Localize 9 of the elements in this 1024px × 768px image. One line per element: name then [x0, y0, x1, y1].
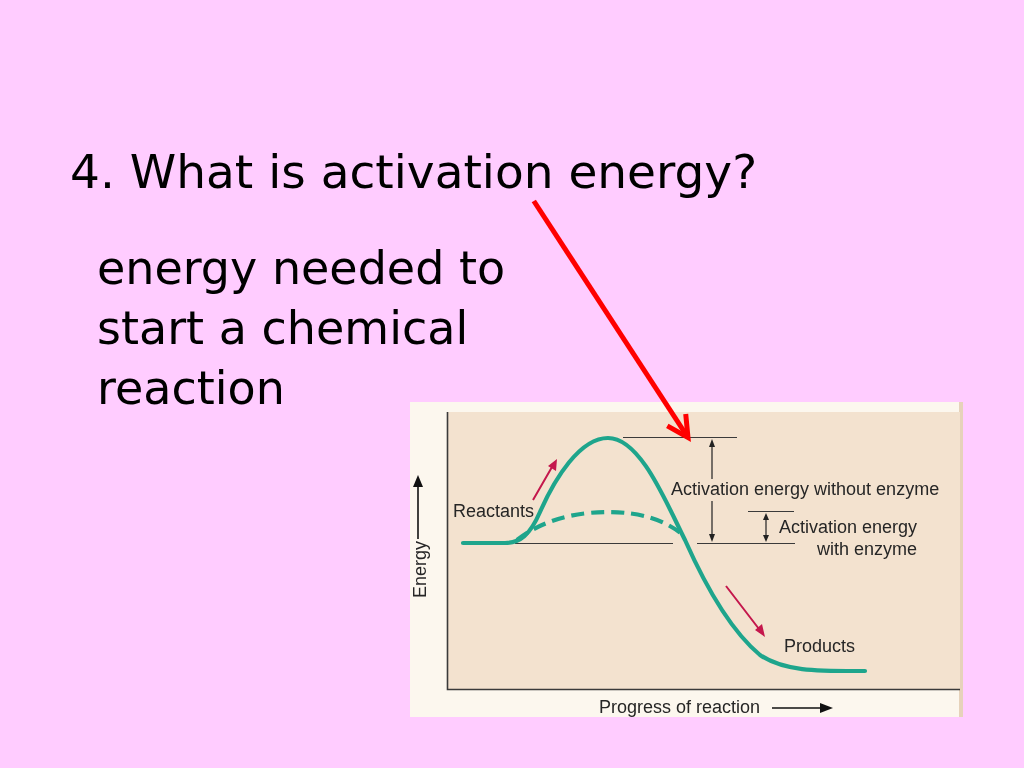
dimension-label: Activation energy without enzyme [671, 478, 940, 500]
axis-label: Energy [409, 541, 431, 599]
curve-label: Products [784, 635, 856, 657]
axis-label: Progress of reaction [599, 696, 761, 718]
question-heading: 4. What is activation energy? [70, 143, 758, 201]
arrow [531, 199, 691, 440]
dimension-label: Activation energy with enzyme [777, 516, 917, 560]
answer-text: energy needed to start a chemical reaction [97, 240, 507, 417]
curve-label: Reactants [453, 500, 535, 522]
